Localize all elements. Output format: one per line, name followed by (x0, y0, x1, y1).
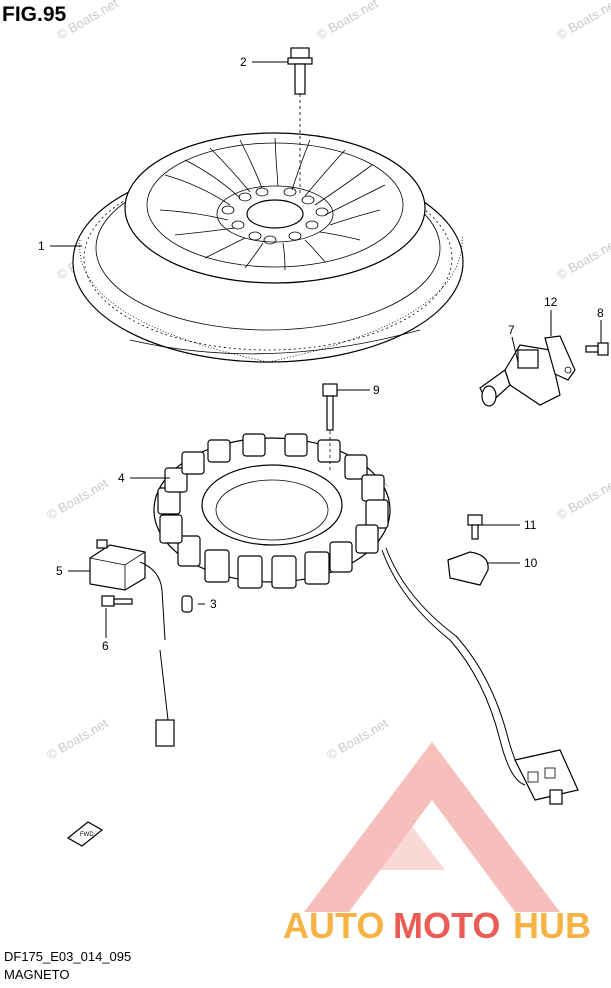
clamp-bolt (467, 514, 483, 540)
fwd-label: FWD (80, 832, 94, 838)
figure-title: FIG.95 (2, 3, 67, 26)
leader-lines (50, 61, 602, 638)
callout-6: 6 (102, 639, 109, 653)
sensor-bracket (544, 335, 576, 381)
boats-watermark: © Boats.net (44, 715, 111, 762)
boats-watermark: © Boats.net (324, 715, 391, 762)
callout-2: 2 (240, 55, 247, 69)
boats-watermark: © Boats.net (54, 0, 121, 43)
sensor-screw (585, 342, 609, 356)
dowel-pin (181, 595, 193, 613)
automotohub-watermark: AUTO MOTO HUB (283, 905, 591, 946)
callout-11: 11 (524, 518, 537, 532)
brand-auto: AUTO (283, 905, 384, 946)
boats-watermark: © Boats.net (44, 475, 111, 522)
stator (153, 395, 533, 786)
callout-labels: 1 2 3 4 5 6 7 8 9 10 11 12 (38, 55, 604, 653)
fwd-arrow: FWD (66, 821, 104, 847)
brand-hub: HUB (513, 905, 591, 946)
callout-4: 4 (118, 471, 125, 485)
brand-moto: MOTO (393, 905, 500, 946)
callout-7: 7 (508, 323, 515, 337)
stator-connector (514, 749, 579, 805)
boats-watermark: © Boats.net (554, 475, 611, 522)
boats-watermark: © Boats.net (314, 0, 381, 43)
callout-8: 8 (597, 306, 604, 320)
wire-clamp (447, 551, 489, 586)
boats-watermark: © Boats.net (554, 0, 611, 43)
callout-3: 3 (210, 597, 217, 611)
pulser-screw (101, 595, 133, 607)
stator-bolt (322, 383, 338, 431)
callout-1: 1 (38, 239, 45, 253)
crank-sensor (479, 344, 561, 407)
flywheel-bolt (287, 47, 313, 195)
diagram-code: DF175_E03_014_095 (4, 949, 132, 964)
callout-10: 10 (524, 556, 538, 570)
flywheel (72, 132, 464, 363)
callout-12: 12 (544, 295, 558, 309)
callout-5: 5 (56, 564, 63, 578)
boats-watermark: © Boats.net (554, 235, 611, 282)
diagram-caption: MAGNETO (4, 967, 70, 982)
pulser-coil (89, 539, 175, 747)
callout-9: 9 (373, 383, 380, 397)
brand-logo-mark (304, 742, 560, 912)
